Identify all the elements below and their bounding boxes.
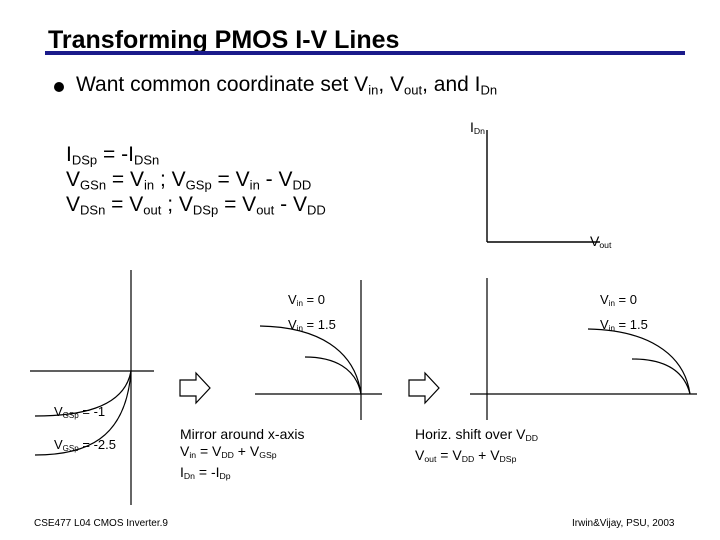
equation-vds: VDSn = Vout ; VDSp = Vout - VDD [66, 193, 326, 218]
plot3-label-1: Vin = 0 [600, 292, 637, 308]
slide-title: Transforming PMOS I-V Lines [48, 26, 400, 54]
caption-mirror: Mirror around x-axis Vin = VDD + VGSp ID… [180, 426, 305, 482]
bullet-text: Want common coordinate set Vin, Vout, an… [76, 73, 498, 98]
plot1-curve-2 [34, 370, 132, 456]
equation-vgs: VGSn = Vin ; VGSp = Vin - VDD [66, 168, 312, 193]
plot3-label-2: Vin = 1.5 [600, 317, 648, 333]
plot2-label-2: Vin = 1.5 [288, 317, 336, 333]
arrow-right-icon [408, 371, 440, 405]
title-underline [45, 51, 685, 55]
plot1-label-1: VGSp = -1 [54, 404, 106, 420]
caption-shift: Horiz. shift over VDD Vout = VDD + VDSp [415, 426, 539, 465]
plot3-curve-2 [631, 358, 691, 395]
footer-credit: Irwin&Vijay, PSU, 2003 [572, 518, 675, 529]
bullet-icon [54, 82, 64, 92]
equation-ids: IDSp = -IDSn [66, 143, 160, 168]
plot2-curve-2 [304, 356, 362, 395]
plot1-curve-1 [34, 370, 132, 417]
plot3-curve-1 [587, 328, 691, 395]
arrow-right-icon [179, 371, 211, 405]
axis-label-idn: IDn [470, 119, 485, 137]
plot1-label-2: VGSp = -2.5 [54, 437, 116, 453]
axis-label-vout: Vout [590, 233, 612, 251]
plot2-label-1: Vin = 0 [288, 292, 325, 308]
plot2-curve-1 [259, 325, 362, 395]
footer-course: CSE477 L04 CMOS Inverter.9 [34, 518, 168, 529]
